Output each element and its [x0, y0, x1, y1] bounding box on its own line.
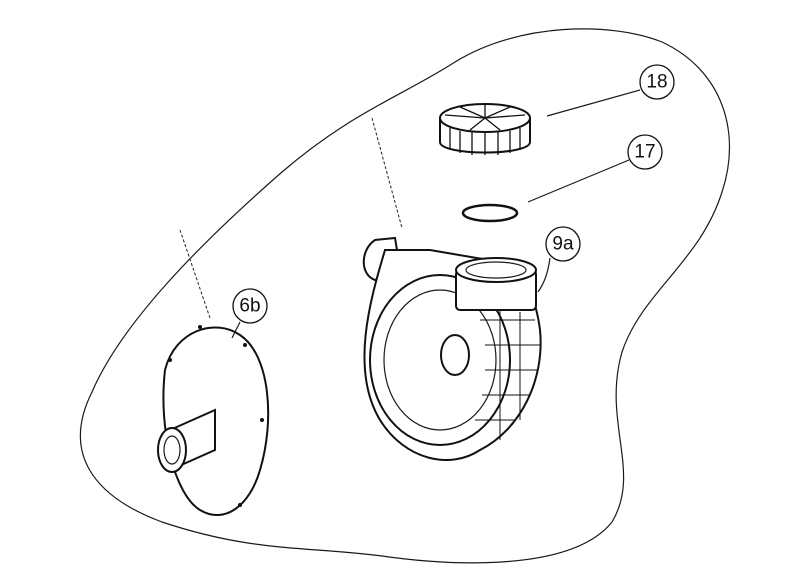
callout-label: 18: [646, 72, 667, 93]
part-pump-housing: [362, 236, 542, 461]
leader-line-18: [546, 89, 641, 117]
callout-label: 6b: [239, 296, 260, 317]
part-housing-cover: [157, 325, 270, 516]
leader-line-17: [527, 159, 630, 203]
callout-9a: 9a: [545, 226, 581, 262]
part-o-ring: [461, 203, 519, 223]
callout-label: 9a: [552, 234, 574, 255]
leader-line-9a: [537, 257, 551, 293]
assembly-axis-dashed: [371, 117, 403, 229]
assembly-axis-dashed: [179, 229, 211, 319]
callout-17: 17: [627, 134, 663, 170]
group-outline: [79, 28, 730, 564]
leader-line-6b: [231, 321, 241, 339]
part-cap: [439, 103, 531, 155]
callout-6b: 6b: [232, 288, 268, 324]
callout-label: 17: [634, 142, 655, 163]
callout-18: 18: [639, 64, 675, 100]
